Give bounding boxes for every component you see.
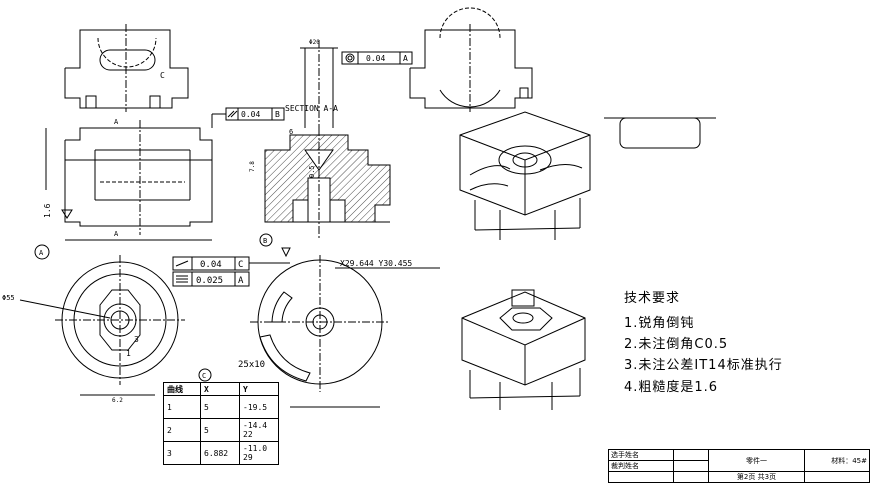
fcf-group: 0.04 C 0.025 A X29.644 Y30.455 [172,256,440,287]
iso-view-top [459,111,591,240]
fcf-top-frame [341,51,413,65]
page-number: 第2页 [736,473,756,481]
dim-phi20: Φ20 [309,39,320,46]
section-view: SECTION A-A 6 0.5 7.8 B [249,104,391,258]
fcf-sym-tol: 0.025 [196,276,223,286]
datum-c-marker [198,368,212,382]
page-total: 共3页 [757,473,777,481]
bottom-view-right: 25x10 C [198,255,390,408]
table-row: 1 5 -19.5 [163,395,279,419]
top-view-left: C [64,24,189,112]
datum-a-marker [34,244,50,260]
dim-1: 1 [126,349,131,358]
requirement-item: 1.锐角倒钝 [624,316,695,331]
requirements-title: 技术要求 [624,291,681,306]
iso-view-bottom [461,289,586,410]
table-row: 3 6.882 -11.0 29 [163,441,279,465]
fcf-sym-datum: A [238,276,244,286]
coord-header-x: X [200,382,240,396]
section-title: SECTION A-A [285,104,338,113]
fcf-top-tol: 0.04 [366,54,385,63]
title-block: 选手姓名 零件一 材料：45# 裁判姓名 第2页 共3页 [608,449,870,483]
top-view-right [409,7,533,112]
part-name: 零件一 [708,449,805,472]
datum-b: B [263,237,267,245]
coord-header-y: Y [239,382,279,396]
dim-3: 3 [134,335,139,344]
requirement-item: 4.粗糙度是1.6 [624,380,719,395]
requirement-item: 3.未注公差IT14标准执行 [624,358,783,373]
fcf-top-datum: A [403,54,408,63]
table-row: 2 5 -14.4 22 [163,418,279,442]
fcf-parallel-tol: 0.04 [241,110,260,119]
section-letter-bot: A [114,230,119,238]
dim-6: 6 [289,128,293,136]
dim-25x10: 25x10 [238,360,265,370]
datum-b-marker [259,233,273,247]
detail-profile [619,117,701,149]
coordinate-table: 曲线 X Y 1 5 -19.5 2 5 -14.4 22 3 6.882 -1… [163,382,279,465]
dim-6-2: 6.2 [112,397,123,404]
material: 材料：45# [804,449,870,472]
dim-phi55: Φ55 [2,294,15,302]
front-view: A A 1.6 0.04 B [43,107,285,241]
datum-c: C [202,372,206,380]
coord-header-curve: 曲线 [163,382,201,396]
fcf-parallel-datum: B [275,110,280,119]
judge-name-label: 裁判姓名 [608,460,674,472]
dim-7-8: 7.8 [249,161,256,172]
dim-0-5: 0.5 [308,165,316,178]
top-center-shaft: Φ20 0.04 A [300,39,413,135]
section-letter-top: A [114,118,119,126]
page-info: 第2页 共3页 [708,471,805,483]
bottom-view-left: Φ55 3 1 6.2 A [2,244,185,404]
contestant-name-label: 选手姓名 [608,449,674,461]
coord-label: X29.644 Y30.455 [340,259,412,268]
requirement-item: 2.未注倒角C0.5 [624,337,729,352]
fcf-flat-tol: 0.04 [200,260,222,270]
dim-1-6: 1.6 [43,203,52,218]
view-letter-c: C [160,71,165,80]
datum-a: A [39,249,44,257]
fcf-flat-datum: C [238,260,243,270]
